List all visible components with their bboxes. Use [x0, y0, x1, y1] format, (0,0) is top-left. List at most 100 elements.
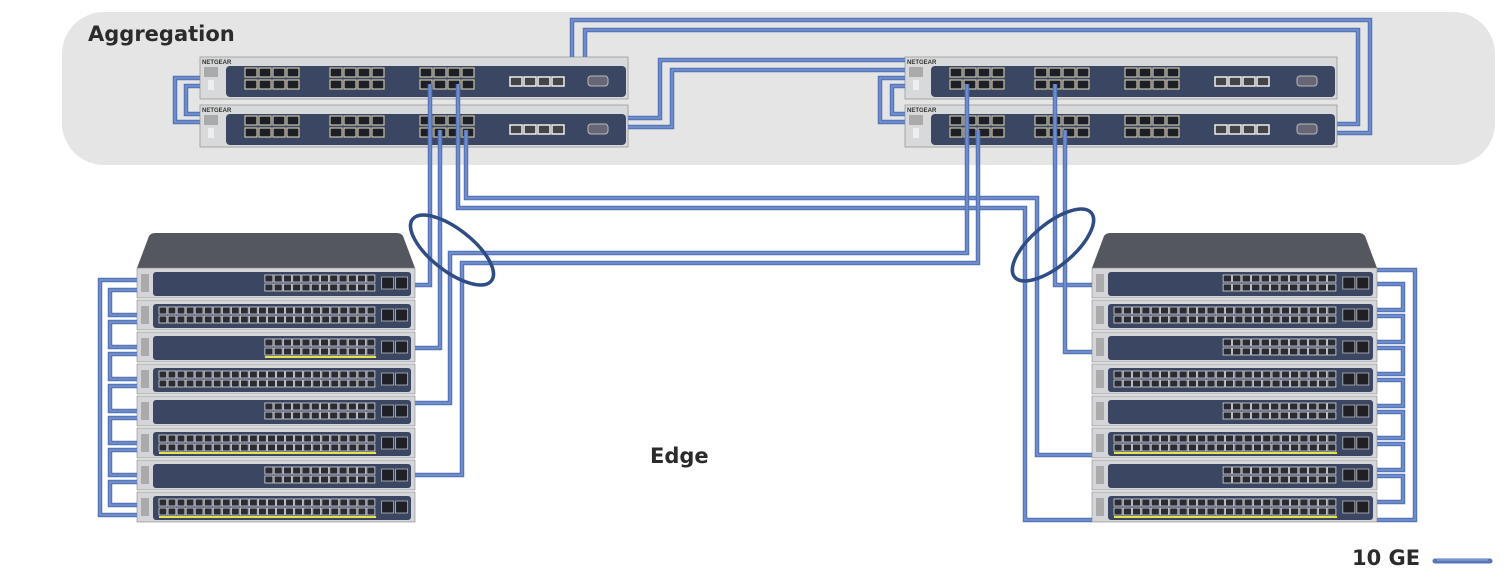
ethernet-port-icon	[212, 434, 222, 443]
ethernet-port-icon	[1243, 507, 1253, 516]
ethernet-port-icon	[1113, 507, 1123, 516]
ethernet-port-icon	[267, 498, 276, 507]
ethernet-port-icon	[1262, 315, 1272, 324]
ethernet-port-icon	[303, 379, 312, 388]
ethernet-port-icon	[357, 498, 367, 507]
ethernet-port-icon	[1271, 315, 1281, 324]
cable-highlight	[1377, 347, 1404, 375]
sfp-port-icon	[963, 67, 977, 78]
ethernet-port-icon	[366, 466, 376, 475]
ethernet-port-icon	[1187, 434, 1197, 443]
sfp-port-icon	[329, 79, 343, 90]
ethernet-port-icon	[240, 434, 249, 443]
ethernet-port-icon	[230, 498, 240, 507]
sfp-port-icon	[381, 468, 395, 482]
ethernet-port-icon	[1169, 434, 1179, 443]
ethernet-port-icon	[185, 306, 195, 315]
cable-highlight	[415, 84, 431, 286]
ethernet-port-icon	[347, 347, 357, 356]
sfp-port-icon	[381, 404, 395, 418]
ethernet-port-icon	[294, 315, 303, 324]
ethernet-port-icon	[1169, 443, 1179, 452]
ethernet-port-icon	[1260, 338, 1270, 347]
ethernet-port-icon	[1132, 370, 1142, 379]
sfp-port-icon	[1076, 67, 1090, 78]
status-leds	[909, 115, 923, 125]
ethernet-port-icon	[1178, 306, 1188, 315]
sfp-port-icon	[1124, 67, 1138, 78]
ethernet-port-icon	[366, 347, 376, 356]
ethernet-port-icon	[1279, 466, 1289, 475]
usb-port-icon	[208, 128, 214, 138]
sfp-port-icon	[286, 67, 300, 78]
ethernet-port-icon	[158, 443, 168, 452]
ethernet-port-icon	[1262, 379, 1272, 388]
cable-10ge	[107, 415, 137, 446]
sfp-port-icon	[395, 468, 409, 482]
sfp-port-icon	[395, 500, 409, 514]
sfp-port-icon	[395, 404, 409, 418]
ethernet-port-icon	[1299, 443, 1309, 452]
sfp-port-icon	[1342, 340, 1356, 354]
ethernet-port-icon	[158, 507, 168, 516]
ethernet-port-icon	[276, 498, 285, 507]
ethernet-port-icon	[203, 498, 213, 507]
sfp-port-icon	[1124, 115, 1138, 126]
ethernet-port-icon	[330, 443, 340, 452]
ethernet-port-icon	[294, 498, 303, 507]
ethernet-port-icon	[1308, 475, 1318, 484]
ethernet-port-icon	[1222, 475, 1232, 484]
edge-switch-unit	[1091, 395, 1378, 427]
ethernet-port-icon	[366, 379, 376, 388]
ethernet-port-icon	[1225, 370, 1235, 379]
sfp-port-icon	[395, 308, 409, 322]
ethernet-port-icon	[167, 434, 177, 443]
ethernet-port-icon	[312, 434, 322, 443]
ethernet-port-icon	[1215, 306, 1225, 315]
ethernet-port-icon	[273, 274, 283, 283]
ethernet-port-icon	[1243, 434, 1253, 443]
lag-ellipse-right	[1010, 207, 1096, 283]
ethernet-port-icon	[1298, 283, 1308, 292]
ethernet-port-icon	[185, 315, 195, 324]
edge-switch-unit	[1091, 363, 1378, 395]
ethernet-port-icon	[1225, 434, 1235, 443]
ethernet-port-icon	[1308, 283, 1318, 292]
ethernet-port-icon	[357, 443, 367, 452]
sfp-port-icon	[244, 115, 258, 126]
ethernet-port-icon	[1241, 466, 1251, 475]
ethernet-port-icon	[320, 475, 329, 484]
ethernet-port-icon	[1251, 466, 1261, 475]
ethernet-port-icon	[1234, 507, 1244, 516]
ethernet-port-icon	[339, 379, 349, 388]
cable-highlight	[415, 130, 441, 349]
ethernet-port-icon	[221, 507, 231, 516]
ethernet-port-icon	[1178, 443, 1188, 452]
cable-10ge	[1377, 473, 1406, 505]
ethernet-port-icon	[301, 347, 311, 356]
ethernet-port-icon	[1253, 306, 1262, 315]
ethernet-port-icon	[203, 315, 213, 324]
status-leds	[141, 370, 149, 388]
ethernet-port-icon	[273, 338, 283, 347]
ethernet-port-icon	[185, 370, 195, 379]
ethernet-port-icon	[1271, 434, 1281, 443]
ethernet-port-icon	[1241, 274, 1251, 283]
ethernet-port-icon	[1160, 443, 1169, 452]
ethernet-port-icon	[203, 379, 213, 388]
ethernet-port-icon	[310, 338, 320, 347]
ethernet-port-icon	[230, 306, 240, 315]
ethernet-port-icon	[212, 306, 222, 315]
ethernet-port-icon	[264, 338, 274, 347]
ethernet-port-icon	[1169, 370, 1179, 379]
ethernet-port-icon	[357, 507, 367, 516]
ethernet-port-icon	[1317, 402, 1327, 411]
ethernet-port-icon	[230, 379, 240, 388]
ethernet-port-icon	[1260, 475, 1270, 484]
ethernet-port-icon	[285, 434, 294, 443]
ethernet-port-icon	[1327, 475, 1337, 484]
ethernet-port-icon	[1262, 306, 1272, 315]
ethernet-port-icon	[1327, 466, 1337, 475]
rj45-port-icon	[1214, 124, 1228, 135]
ethernet-port-icon	[185, 498, 195, 507]
